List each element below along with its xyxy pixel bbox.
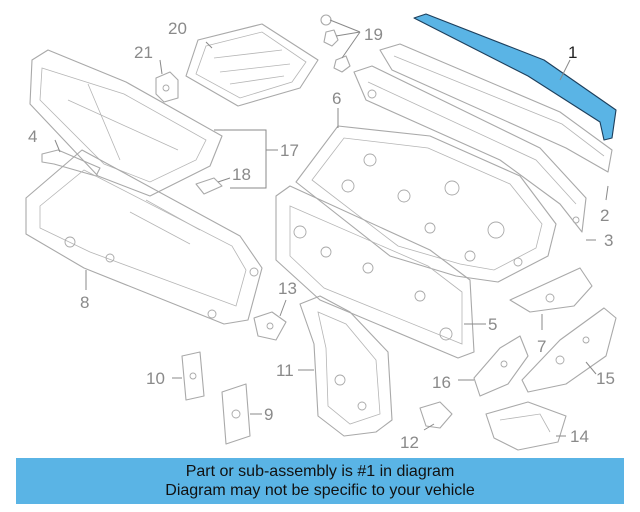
part-17-panel: [29, 49, 223, 197]
callout-9: 9: [264, 405, 273, 424]
part-19-clips: [320, 14, 351, 73]
callout-12: 12: [400, 433, 419, 452]
parts-diagram: 1 2 3 4 5 6 7 8 9 10 11 12 13 14 15 16 1…: [25, 13, 617, 452]
callout-14: 14: [570, 427, 589, 446]
callout-17: 17: [280, 141, 299, 160]
callout-13: 13: [278, 279, 297, 298]
callout-18: 18: [232, 165, 251, 184]
callout-16: 16: [432, 373, 451, 392]
part-5-rear-panel: [275, 185, 475, 359]
callout-21: 21: [134, 43, 153, 62]
callout-6: 6: [332, 89, 341, 108]
callout-5: 5: [488, 315, 497, 334]
callout-10: 10: [146, 369, 165, 388]
callout-3: 3: [604, 231, 613, 250]
callout-20: 20: [168, 19, 187, 38]
part-7-bracket: [509, 267, 593, 313]
part-8-rear-panel: [25, 149, 263, 325]
callout-11: 11: [276, 361, 294, 380]
banner-line-2: Diagram may not be specific to your vehi…: [165, 482, 475, 499]
part-15-side-panel: [521, 307, 617, 393]
callout-2: 2: [600, 206, 609, 225]
part-20-tray: [185, 23, 319, 107]
callout-15: 15: [596, 369, 615, 388]
part-6-floor-panel: [295, 125, 557, 283]
part-21-bracket: [155, 71, 179, 103]
callout-7: 7: [537, 337, 546, 356]
leader-lines: [54, 19, 609, 437]
callout-8: 8: [80, 293, 89, 312]
callout-1: 1: [568, 43, 577, 62]
part-13-plate: [253, 311, 287, 341]
part-18-bracket: [195, 177, 223, 195]
banner-line-1: Part or sub-assembly is #1 in diagram: [185, 463, 455, 480]
part-11-pillar: [299, 295, 393, 437]
part-14-bracket: [485, 401, 567, 451]
part-10-bracket: [181, 351, 205, 401]
part-16-bracket: [473, 335, 529, 397]
callout-4: 4: [28, 127, 37, 146]
part-12-clip: [419, 401, 453, 429]
part-1-highlighted: [413, 13, 617, 141]
info-banner: Part or sub-assembly is #1 in diagram Di…: [16, 458, 624, 504]
callout-19: 19: [364, 25, 383, 44]
part-2-rail: [379, 43, 613, 173]
part-3-rail: [353, 65, 587, 233]
part-4-rail: [41, 149, 101, 177]
part-9-bracket: [221, 383, 251, 445]
